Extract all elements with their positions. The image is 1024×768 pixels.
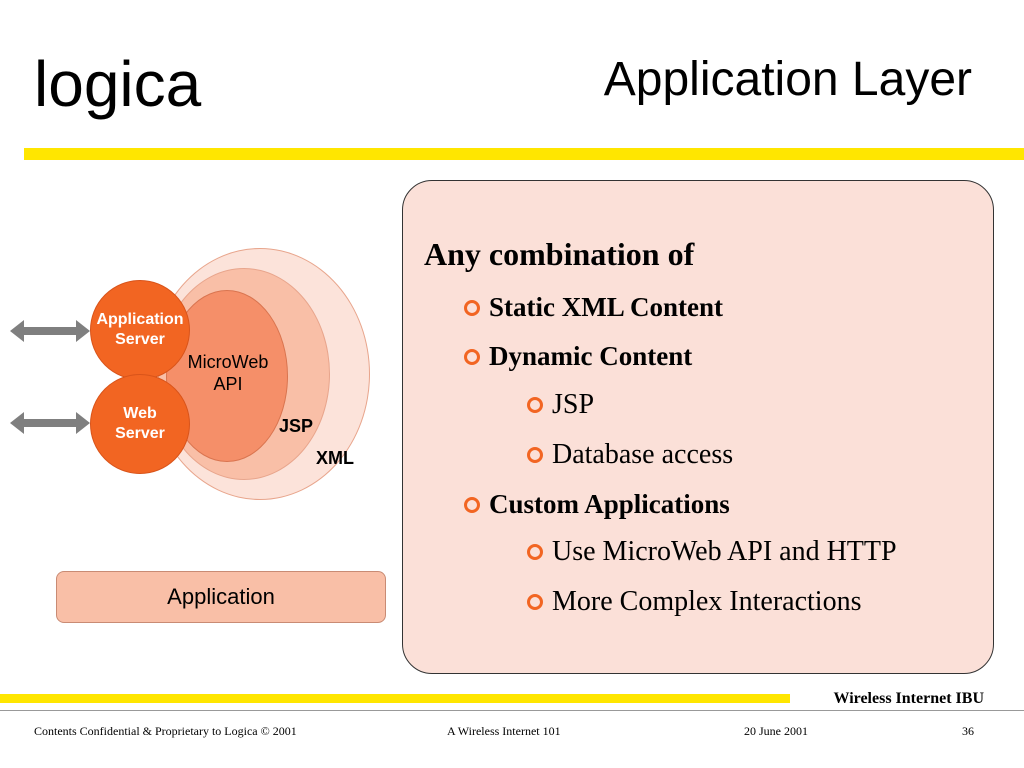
bullet-text: Use MicroWeb API and HTTP: [552, 536, 897, 567]
application-server-node: Application Server: [90, 280, 190, 380]
footer-brand: Wireless Internet IBU: [833, 690, 984, 707]
top-divider: [24, 148, 1024, 160]
footer-confidential: Contents Confidential & Proprietary to L…: [34, 724, 297, 738]
bullet-text: JSP: [552, 389, 595, 420]
web-server-node: Web Server: [90, 374, 190, 474]
bidirectional-arrow-icon: [10, 320, 90, 342]
application-box: Application: [56, 571, 386, 623]
bullet-item: More Complex Interactions: [527, 586, 861, 618]
footer-page-number: 36: [962, 724, 974, 738]
bullet-item: Custom Applications: [464, 489, 730, 520]
footer-date: 20 June 2001: [744, 724, 808, 738]
bottom-divider: [0, 694, 790, 703]
page-title: Application Layer: [603, 53, 972, 106]
bullet-ring-icon: [527, 447, 543, 463]
microweb-api-label: MicroWeb API: [187, 352, 269, 394]
bullet-ring-icon: [527, 544, 543, 560]
bidirectional-arrow-icon: [10, 412, 90, 434]
web-server-label: Web Server: [115, 405, 165, 442]
application-server-label: Application Server: [96, 311, 184, 348]
application-box-label: Application: [167, 584, 275, 609]
content-panel: [402, 180, 994, 674]
bullet-ring-icon: [464, 299, 480, 316]
footer-rule: [0, 710, 1024, 711]
bullet-item: Use MicroWeb API and HTTP: [527, 536, 897, 568]
panel-heading: Any combination of: [424, 236, 695, 272]
footer-course: A Wireless Internet 101: [447, 724, 561, 738]
bullet-ring-icon: [464, 348, 480, 365]
bullet-item: Database access: [527, 439, 733, 471]
bullet-text: Database access: [552, 439, 734, 470]
bullet-ring-icon: [464, 496, 480, 513]
bullet-text: Static XML Content: [489, 292, 723, 322]
bullet-item: Dynamic Content: [464, 341, 692, 372]
bullet-text: More Complex Interactions: [552, 586, 862, 617]
bullet-text: Dynamic Content: [489, 341, 693, 371]
bullet-item: JSP: [527, 389, 594, 421]
bullet-item: Static XML Content: [464, 292, 723, 323]
xml-label: XML: [316, 448, 354, 468]
bullet-ring-icon: [527, 397, 543, 413]
bullet-text: Custom Applications: [489, 489, 730, 519]
bullet-ring-icon: [527, 594, 543, 610]
jsp-label: JSP: [279, 416, 314, 436]
logo: logica: [34, 48, 202, 120]
